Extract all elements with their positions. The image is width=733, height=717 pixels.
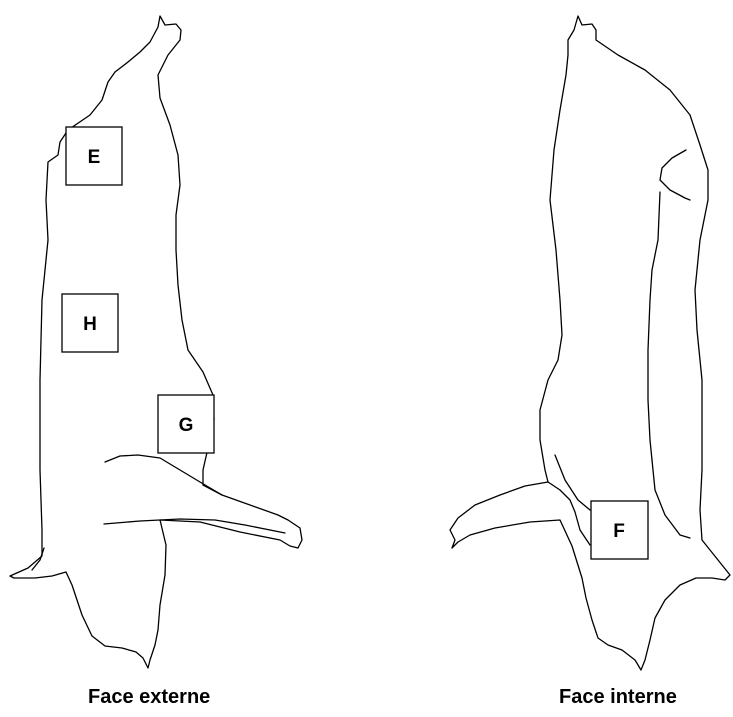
zone-marker-g: G <box>158 395 214 453</box>
internal-face-carcass <box>450 16 730 670</box>
internal-face-leg-line <box>548 482 590 545</box>
internal-face-flank-line <box>652 460 690 538</box>
internal-face-lumbar-line <box>648 192 660 460</box>
zone-marker-e: E <box>66 127 122 185</box>
zone-label-e: E <box>88 147 101 168</box>
zone-marker-h: H <box>62 294 118 352</box>
external-face-caption: Face externe <box>88 686 210 709</box>
zone-marker-f: F <box>591 501 648 559</box>
internal-face-round-line <box>555 455 590 510</box>
external-face-carcass <box>10 16 302 668</box>
internal-face-body-outline <box>450 16 730 670</box>
zone-label-g: G <box>179 415 194 436</box>
internal-face-kidney-line <box>660 150 690 200</box>
zone-label-h: H <box>83 314 97 335</box>
external-face-body-outline <box>10 16 302 668</box>
internal-face-caption: Face interne <box>559 686 677 709</box>
zone-label-f: F <box>613 521 625 542</box>
